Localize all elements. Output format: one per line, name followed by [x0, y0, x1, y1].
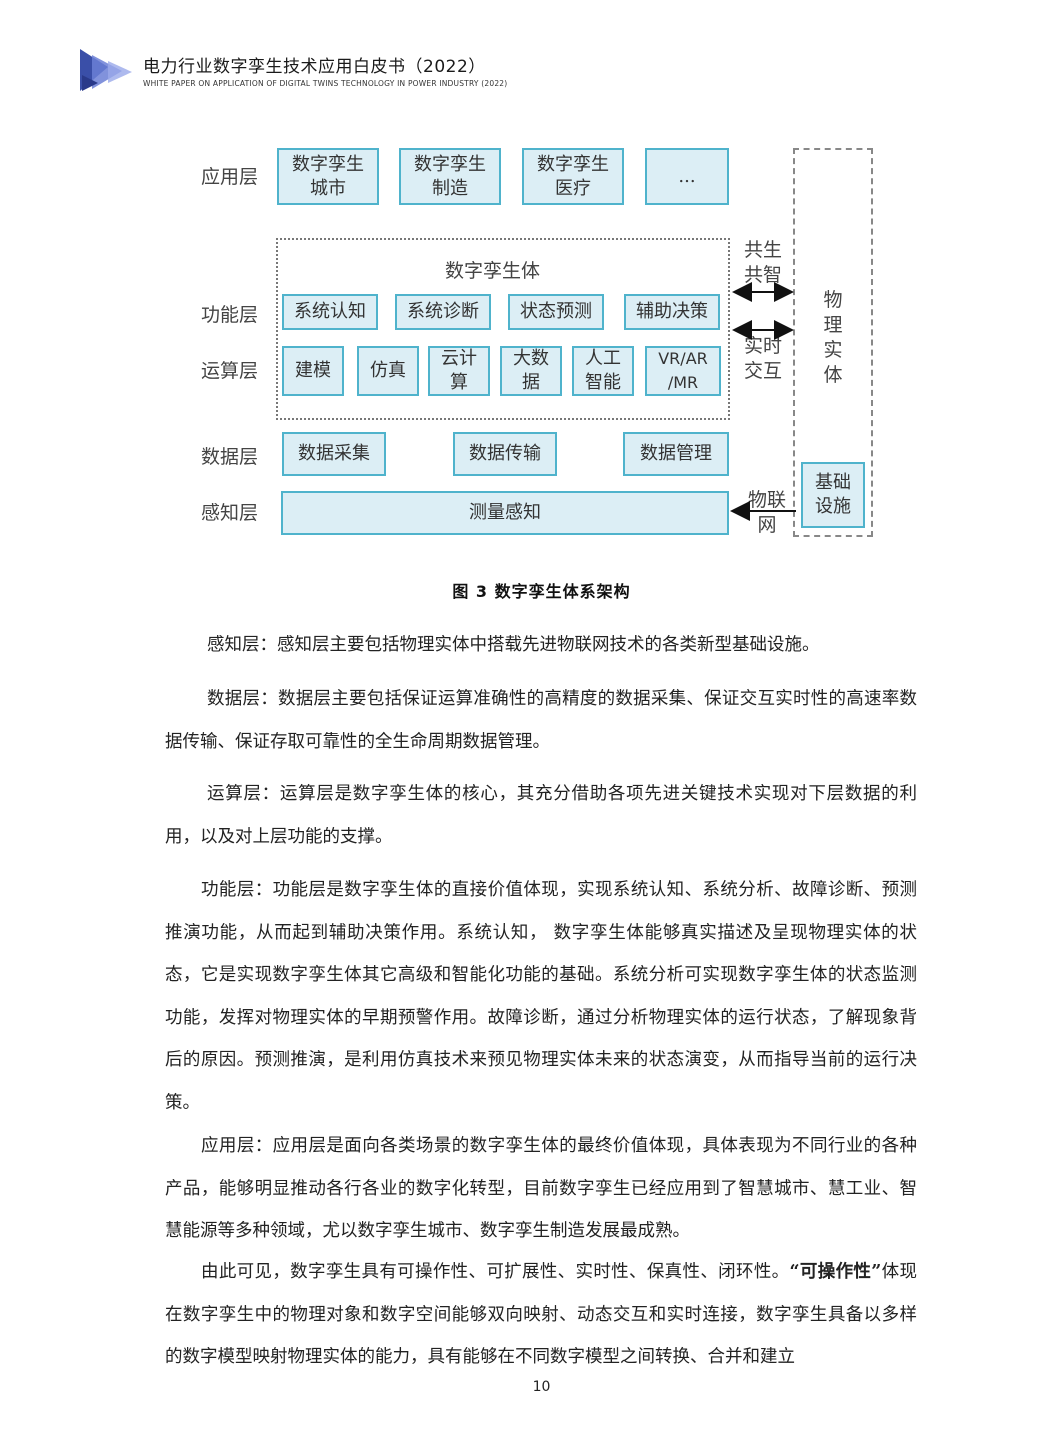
infra-box: 基础 设施: [801, 462, 865, 528]
data-box: 数据采集: [282, 432, 386, 476]
features-bold-term: “可操作性”: [789, 1262, 882, 1282]
calc-box: 云计 算: [428, 346, 490, 396]
header-subtitle: WHITE PAPER ON APPLICATION OF DIGITAL TW…: [143, 79, 508, 88]
paragraph-func: 功能层：功能层是数字孪生体的直接价值体现，实现系统认知、系统分析、故障诊断、预测…: [165, 880, 917, 1113]
features-text-b: 体现在数字孪生中的物理对象和数字空间能够双向映射、动态交互和实时连接，数字孪生具…: [165, 1262, 918, 1367]
paragraph-calc: 运算层：运算层是数字孪生体的核心，其充分借助各项先进关键技术实现对下层数据的利用…: [165, 784, 917, 847]
calc-box: 仿真: [357, 346, 419, 396]
arrow-label-realtime: 实时 交互: [743, 335, 782, 382]
physical-entity-region: [793, 148, 873, 537]
sense-box: 测量感知: [281, 491, 729, 535]
layer-label-sense: 感知层: [201, 502, 259, 524]
func-box: 状态预测: [508, 294, 604, 330]
figure-caption: 图 3 数字孪生体系架构: [452, 582, 631, 601]
twin-title: 数字孪生体: [445, 260, 541, 282]
page-number: 10: [532, 1379, 551, 1395]
func-box: 系统诊断: [395, 294, 491, 330]
paragraph-data: 数据层：数据层主要包括保证运算准确性的高精度的数据采集、保证交互实时性的高速率数…: [165, 689, 917, 752]
paragraph-app: 应用层：应用层是面向各类场景的数字孪生体的最终价值体现，具体表现为不同行业的各种…: [165, 1136, 917, 1241]
func-box: 辅助决策: [624, 294, 720, 330]
layer-label-data: 数据层: [201, 446, 259, 468]
layer-label-calc: 运算层: [201, 360, 259, 382]
app-box: 数字孪生 医疗: [522, 148, 624, 205]
physical-entity-label: 物 理 实 体: [823, 289, 843, 386]
features-text-a: 由此可见，数字孪生具有可操作性、可扩展性、实时性、保真性、闭环性。: [201, 1262, 790, 1282]
calc-box: VR/AR /MR: [645, 346, 721, 396]
publisher-logo-icon: [80, 49, 132, 91]
data-box: 数据传输: [453, 432, 557, 476]
calc-box: 人工 智能: [572, 346, 634, 396]
app-box: 数字孪生 城市: [277, 148, 379, 205]
arrow-label-cogen: 共生 共智: [743, 239, 782, 286]
paragraph-features: 由此可见，数字孪生具有可操作性、可扩展性、实时性、保真性、闭环性。“可操作性”体…: [165, 1251, 917, 1379]
calc-box: 建模: [282, 346, 344, 396]
header-title: 电力行业数字孪生技术应用白皮书（2022）: [143, 57, 486, 77]
layer-label-app: 应用层: [201, 166, 259, 188]
digital-twin-region: [276, 238, 730, 420]
func-box: 系统认知: [282, 294, 378, 330]
paragraph-sense: 感知层：感知层主要包括物理实体中搭载先进物联网技术的各类新型基础设施。: [207, 635, 820, 655]
app-box: ...: [645, 148, 729, 205]
data-box: 数据管理: [623, 432, 729, 476]
app-box: 数字孪生 制造: [399, 148, 501, 205]
diagram-arrows: [730, 282, 796, 521]
arrow-label-iot: 物联 网: [747, 489, 786, 536]
calc-box: 大数 据: [500, 346, 562, 396]
layer-label-func: 功能层: [201, 304, 259, 326]
